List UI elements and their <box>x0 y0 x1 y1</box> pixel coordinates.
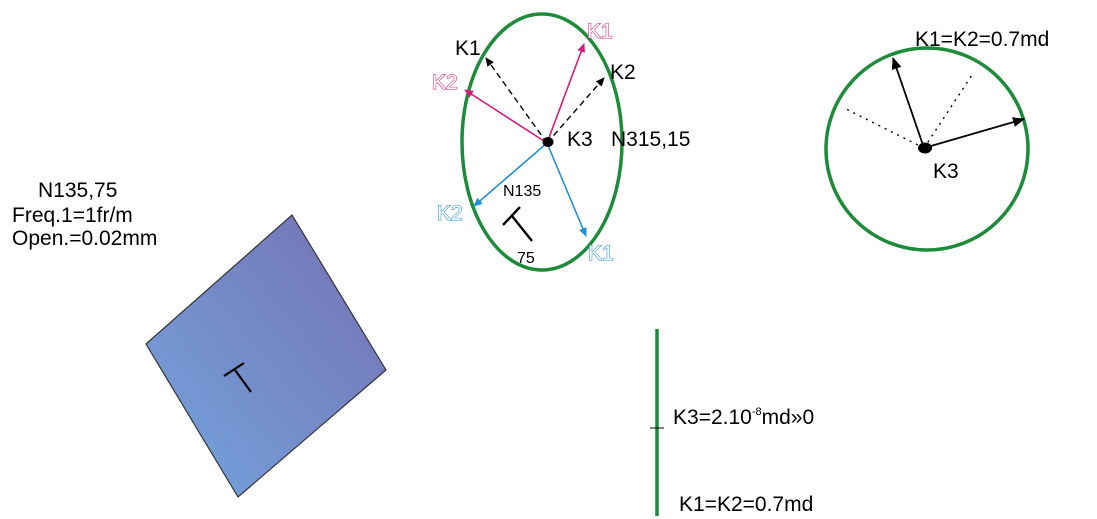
ellipse-outline <box>460 12 624 272</box>
fracture-plane-group: N135,75 Freq.1=1fr/m Open.=0.02mm <box>12 179 387 498</box>
k3-ellipse-label: K3 <box>567 128 593 151</box>
k2-black-label: K2 <box>610 61 636 84</box>
line-k3-label: K3=2.10-8md»0 <box>673 406 814 429</box>
fracture-frequency-label: Freq.1=1fr/m <box>12 204 133 227</box>
circle-tensor-group: K1=K2=0.7md K3 <box>824 28 1049 252</box>
k1-magenta-label: K1 <box>587 20 613 43</box>
ellipse-strike-dip-symbol <box>502 206 533 242</box>
circle-dotted-axis-left <box>843 107 925 149</box>
k2-blue-arrow <box>473 142 548 207</box>
k2-circle-arrow <box>923 117 1025 149</box>
line-k3-exponent: -8 <box>752 406 762 418</box>
ellipse-center-point <box>542 137 554 147</box>
ellipse-dip-label: 75 <box>517 250 535 267</box>
k1-magenta-arrow <box>546 43 585 144</box>
circle-center-point <box>918 142 932 154</box>
fracture-orientation-label: N135,75 <box>38 179 117 202</box>
k2-magenta-arrow <box>464 89 548 144</box>
k1-blue-arrow <box>546 142 587 237</box>
line-k1-k2-label: K1=K2=0.7md <box>679 493 813 516</box>
fracture-plane <box>145 214 387 498</box>
k2-black-dashed-arrow <box>546 77 605 144</box>
ellipse-strike-label: N135 <box>503 183 541 200</box>
circle-dotted-axis-right <box>923 74 973 149</box>
fracture-strike-dip-symbol <box>223 362 252 393</box>
k1-black-label: K1 <box>455 37 481 60</box>
line-k3-prefix: K3=2.10 <box>673 406 752 429</box>
k1-black-dashed-arrow <box>485 57 548 144</box>
k2-blue-label: K2 <box>437 202 463 225</box>
ellipse-tensor-group: K1 K1 K2 K2 K3 N315,15 N135 75 K2 K1 <box>431 12 690 272</box>
circle-k1-k2-label: K1=K2=0.7md <box>915 28 1049 51</box>
line-k3-suffix: md»0 <box>762 406 815 429</box>
line-tensor-group: K3=2.10-8md»0 K1=K2=0.7md <box>650 329 814 516</box>
k1-circle-arrow <box>891 57 925 149</box>
k1-blue-label: K1 <box>588 242 614 265</box>
k2-magenta-label: K2 <box>432 71 458 94</box>
circle-k3-label: K3 <box>933 160 959 183</box>
fracture-opening-label: Open.=0.02mm <box>12 227 157 250</box>
ellipse-orientation-label: N315,15 <box>611 128 690 151</box>
circle-outline <box>824 46 1030 252</box>
